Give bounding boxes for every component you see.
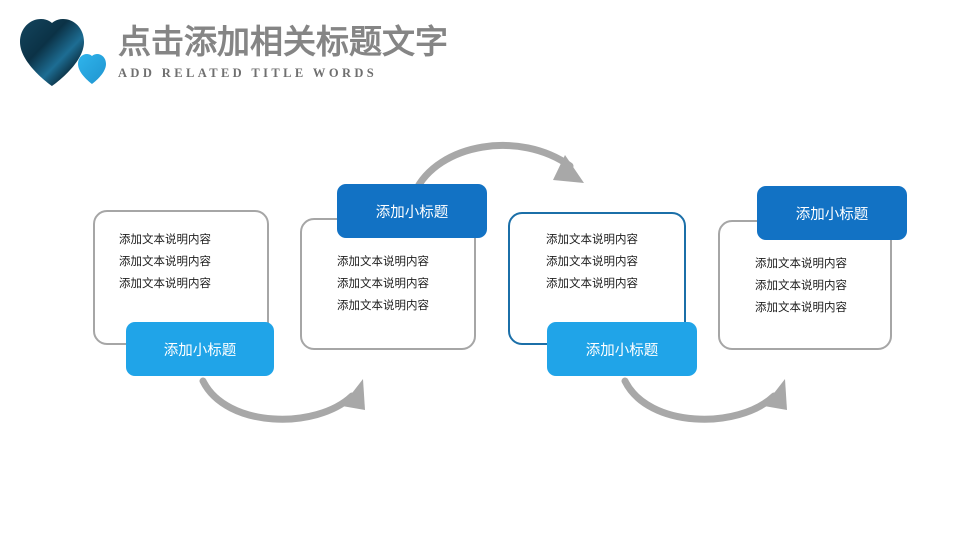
step-2-chip[interactable]: 添加小标题 (337, 184, 487, 238)
title-block: 点击添加相关标题文字 ADD RELATED TITLE WORDS (118, 22, 638, 81)
step-1-chip-label: 添加小标题 (163, 342, 237, 359)
step-3-chip[interactable]: 添加小标题 (547, 322, 697, 376)
step-4-box (718, 220, 892, 350)
step-4-chip[interactable]: 添加小标题 (757, 186, 907, 240)
step-3-body-line-1: 添加文本说明内容 (546, 232, 638, 246)
step-2-body-line-3: 添加文本说明内容 (337, 298, 429, 312)
step-3-body: 添加文本说明内容 添加文本说明内容 添加文本说明内容 (546, 228, 696, 294)
slide-header: 点击添加相关标题文字 ADD RELATED TITLE WORDS (0, 0, 960, 110)
step-1-body-line-1: 添加文本说明内容 (119, 232, 211, 246)
connector-3-to-4 (621, 377, 787, 423)
step-3-chip-label: 添加小标题 (585, 342, 659, 359)
connector-2-to-3 (199, 377, 365, 423)
step-3-body-line-2: 添加文本说明内容 (546, 254, 638, 268)
step-1-body-line-3: 添加文本说明内容 (119, 276, 211, 290)
step-2-body: 添加文本说明内容 添加文本说明内容 添加文本说明内容 (337, 250, 487, 316)
step-1-body: 添加文本说明内容 添加文本说明内容 添加文本说明内容 (119, 228, 269, 294)
heart-logo-icon (14, 12, 118, 92)
step-2-box (300, 218, 476, 350)
step-4-body-line-2: 添加文本说明内容 (755, 278, 847, 292)
step-2-body-line-2: 添加文本说明内容 (337, 276, 429, 290)
step-4-chip-label: 添加小标题 (795, 206, 869, 223)
step-3-body-line-3: 添加文本说明内容 (546, 276, 638, 290)
page-subtitle: ADD RELATED TITLE WORDS (118, 66, 378, 80)
step-1-chip[interactable]: 添加小标题 (126, 322, 274, 376)
step-4-body: 添加文本说明内容 添加文本说明内容 添加文本说明内容 (755, 252, 905, 318)
step-4-body-line-1: 添加文本说明内容 (755, 256, 847, 270)
step-2-chip-label: 添加小标题 (375, 204, 449, 221)
step-1-body-line-2: 添加文本说明内容 (119, 254, 211, 268)
page-title: 点击添加相关标题文字 (118, 22, 448, 61)
step-2-body-line-1: 添加文本说明内容 (337, 254, 429, 268)
step-4-body-line-3: 添加文本说明内容 (755, 300, 847, 314)
